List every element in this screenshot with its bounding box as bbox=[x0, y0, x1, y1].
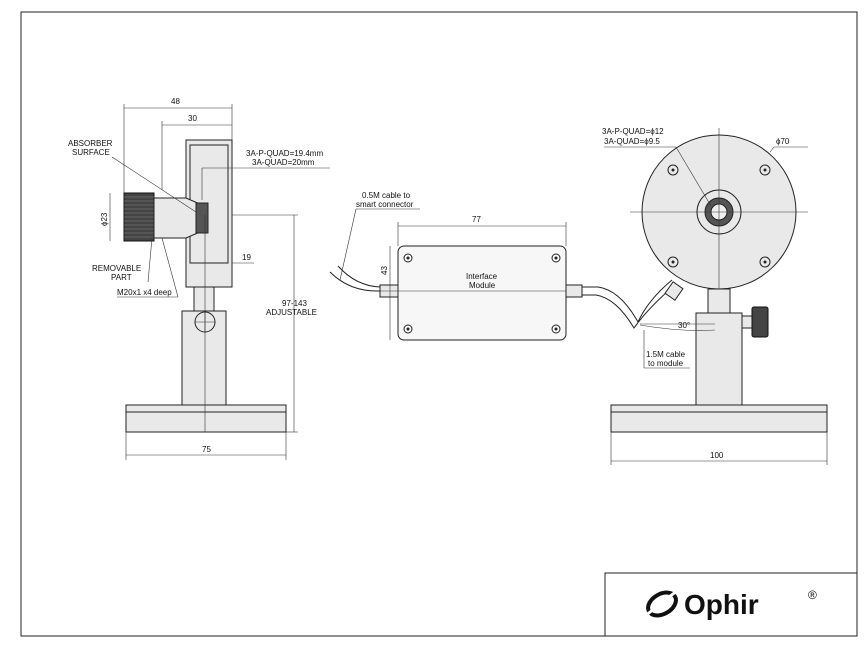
drawing-border bbox=[20, 11, 858, 637]
module-label-line1: Interface bbox=[466, 272, 498, 281]
front-base bbox=[125, 404, 287, 433]
title-block: Ophir ® bbox=[604, 572, 858, 637]
dim-77-label: 77 bbox=[472, 215, 481, 224]
interface-module-view: 0.5M cable to smart connector 77 Interfa… bbox=[329, 191, 677, 341]
dim-75-label: 75 bbox=[202, 445, 211, 454]
side-post-holder bbox=[695, 312, 743, 408]
module-cable-label-line1: 0.5M cable to bbox=[362, 191, 411, 200]
dim-diameter-70-label: ϕ70 bbox=[776, 137, 790, 146]
thumb-screw bbox=[751, 306, 769, 338]
dim-48-label: 48 bbox=[171, 97, 180, 106]
thread-label: M20x1 x4 deep bbox=[117, 288, 172, 297]
removable-label-line1: REMOVABLE bbox=[92, 264, 141, 273]
ophir-registered-mark: ® bbox=[808, 588, 817, 602]
dim-height-label1: 97-143 bbox=[282, 299, 307, 308]
dim-43-label: 43 bbox=[380, 266, 389, 275]
dim-19-label: 19 bbox=[242, 253, 251, 262]
removable-label-line2: PART bbox=[111, 273, 132, 282]
dim-height-label2: ADJUSTABLE bbox=[266, 308, 317, 317]
side-cable-label-line2: to module bbox=[648, 359, 684, 368]
side-view: 3A-P-QUAD=ϕ12 3A-QUAD=ϕ9.5 ϕ70 30° 1.5M … bbox=[602, 127, 828, 465]
module-cable-label-line2: smart connector bbox=[356, 200, 414, 209]
angle-30-label: 30° bbox=[678, 321, 690, 330]
dim-100-label: 100 bbox=[710, 451, 724, 460]
dim-30-label: 30 bbox=[188, 114, 197, 123]
side-post-upper bbox=[707, 288, 731, 316]
quad-label: 3A-QUAD=20mm bbox=[252, 158, 315, 167]
post-holder bbox=[181, 310, 227, 408]
module-label-line2: Module bbox=[469, 281, 496, 290]
side-quad-label: 3A-QUAD=ϕ9.5 bbox=[604, 137, 660, 146]
absorber-label-line2: SURFACE bbox=[72, 148, 110, 157]
ophir-logo-mark-icon bbox=[639, 588, 679, 622]
side-quad-p-label: 3A-P-QUAD=ϕ12 bbox=[602, 127, 664, 136]
absorber-label-line1: ABSORBER bbox=[68, 139, 113, 148]
quad-p-label: 3A-P-QUAD=19.4mm bbox=[246, 149, 323, 158]
side-cable-label-line1: 1.5M cable bbox=[646, 350, 686, 359]
post-upper bbox=[193, 286, 215, 312]
dim-diameter-23-label: ϕ23 bbox=[100, 212, 109, 226]
ophir-brand: Ophir bbox=[684, 589, 759, 620]
interface-module-box bbox=[397, 245, 567, 341]
side-base bbox=[610, 404, 828, 433]
front-view: 48 30 ϕ23 ABSORBER SURFACE 3A-P-QUAD=19.… bbox=[68, 97, 330, 460]
